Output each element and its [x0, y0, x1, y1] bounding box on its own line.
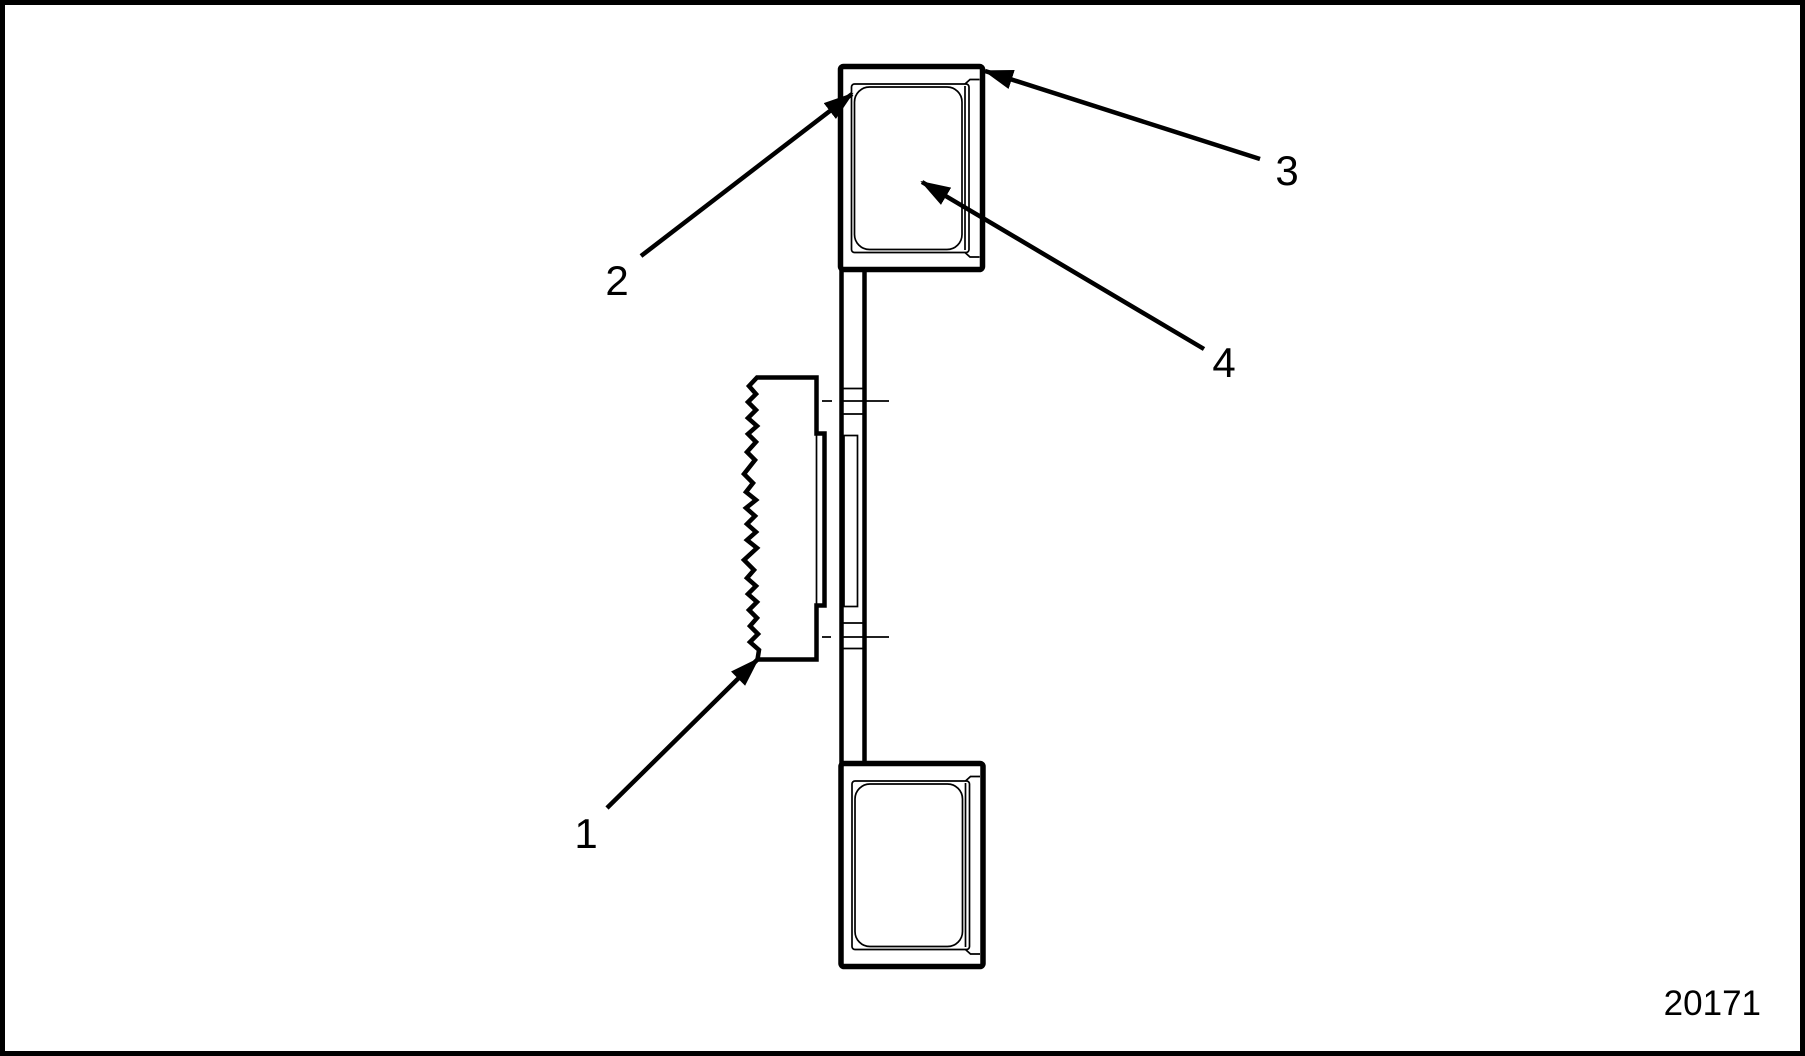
callout-arrows: [605, 68, 1261, 810]
callout-1-leader-arrow: [605, 657, 760, 810]
lower-bushing-eye: [841, 764, 983, 967]
callout-4-leader-arrow: [920, 180, 1206, 351]
bracket-web: [822, 268, 889, 765]
upper-bushing-eye: [841, 67, 983, 270]
callout-2-leader-arrow: [639, 92, 854, 258]
callout-label-3: 3: [1275, 147, 1298, 194]
web-cross-lines: [843, 387, 863, 650]
broken-component: [740, 375, 827, 662]
web-inner-strip: [843, 434, 859, 608]
figure-number: 20171: [1664, 984, 1761, 1023]
broken-component-outline: [740, 375, 827, 662]
callout-3-leader-arrow: [983, 68, 1261, 162]
callout-label-1: 1: [574, 810, 597, 857]
centerline-ticks: [822, 400, 889, 638]
callout-label-2: 2: [605, 257, 628, 304]
callout-label-4: 4: [1212, 339, 1235, 386]
